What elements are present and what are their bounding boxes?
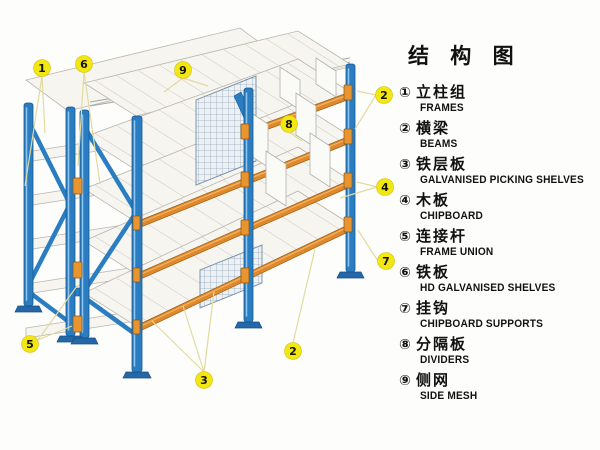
legend-label-en: FRAMES: [420, 102, 464, 114]
legend-label-zh: 分隔板: [416, 335, 468, 353]
legend-panel: 结 构 图 ① 立柱组 FRAMES ② 横梁 BEAMS ③ 铁层板 GALV…: [396, 0, 600, 450]
callout-chipboard: 4: [376, 178, 394, 196]
post-front-middle: [243, 87, 254, 323]
svg-text:1: 1: [38, 62, 46, 75]
base-plates: [14, 271, 365, 379]
legend-label-en: FRAME UNION: [420, 246, 494, 258]
post-union-right: [79, 109, 90, 339]
legend-item-frame-union: ⑤ 连接杆 FRAME UNION: [396, 227, 600, 264]
legend-item-hd-shelves: ⑥ 铁板 HD GALVANISED SHELVES: [396, 263, 600, 300]
page-title: 结 构 图: [408, 44, 521, 68]
svg-text:4: 4: [381, 181, 389, 194]
legend-label-en: SIDE MESH: [420, 390, 478, 402]
legend-num: ⑦: [399, 301, 411, 317]
legend-num: ①: [399, 85, 411, 101]
legend-num: ⑥: [399, 265, 411, 281]
callout-hd-shelves: 6: [75, 55, 93, 73]
beam-connector-tabs: [132, 84, 353, 335]
leader-lines: [24, 71, 379, 373]
legend-label-zh: 铁层板: [416, 155, 468, 173]
legend-item-supports: ⑦ 挂钩 CHIPBOARD SUPPORTS: [396, 299, 600, 336]
legend-label-en: DIVIDERS: [420, 354, 470, 366]
callout-frames: 1: [33, 59, 51, 77]
frame-union-blocks: [72, 177, 83, 333]
svg-text:6: 6: [80, 58, 88, 71]
legend-label-en: CHIPBOARD SUPPORTS: [420, 318, 544, 330]
legend-label-zh: 铁板: [416, 263, 451, 281]
legend-num: ③: [399, 157, 411, 173]
legend-num: ⑨: [399, 373, 411, 389]
legend-label-en: GALVANISED PICKING SHELVES: [420, 174, 584, 186]
svg-text:5: 5: [26, 338, 34, 351]
legend-label-zh: 木板: [416, 191, 451, 209]
callout-picking-shelves: 3: [195, 371, 213, 389]
legend-label-zh: 挂钩: [416, 299, 451, 317]
callout-dividers: 8: [280, 115, 298, 133]
svg-text:2: 2: [289, 345, 297, 358]
legend-item-picking-shelves: ③ 铁层板 GALVANISED PICKING SHELVES: [396, 155, 600, 192]
svg-text:9: 9: [179, 64, 187, 77]
legend-item-dividers: ⑧ 分隔板 DIVIDERS: [396, 335, 600, 372]
legend-label-zh: 侧网: [416, 371, 451, 389]
side-mesh-back-panel: [195, 75, 257, 186]
callout-beams-upper: 2: [375, 86, 393, 104]
legend-label-zh: 横梁: [416, 119, 451, 137]
callout-side-mesh: 9: [174, 61, 192, 79]
legend-label-en: HD GALVANISED SHELVES: [420, 282, 556, 294]
legend-label-zh: 连接杆: [416, 227, 468, 245]
legend-num: ④: [399, 193, 411, 209]
callout-supports: 7: [377, 252, 395, 270]
legend-item-frames: ① 立柱组 FRAMES: [396, 83, 600, 120]
legend-num: ②: [399, 121, 411, 137]
svg-text:2: 2: [380, 89, 388, 102]
divider-panels: [247, 57, 337, 207]
legend-label-zh: 立柱组: [416, 83, 468, 101]
legend-label-en: CHIPBOARD: [420, 210, 483, 222]
post-back-left: [23, 102, 34, 307]
callout-frame-union: 5: [21, 335, 39, 353]
legend-list: ① 立柱组 FRAMES ② 横梁 BEAMS ③ 铁层板 GALVANISED…: [396, 83, 600, 408]
rack-illustration: 1 6 9 2 8 4 7: [14, 27, 395, 389]
legend-label-en: BEAMS: [420, 138, 458, 150]
legend-item-chipboard: ④ 木板 CHIPBOARD: [396, 191, 600, 228]
svg-text:7: 7: [382, 255, 390, 268]
legend-item-side-mesh: ⑨ 侧网 SIDE MESH: [396, 371, 600, 408]
legend-num: ⑤: [399, 229, 411, 245]
legend-num: ⑧: [399, 337, 411, 353]
svg-text:8: 8: [285, 118, 293, 131]
post-union-left: [65, 106, 76, 337]
callouts: 1 6 9 2 8 4 7: [21, 55, 395, 389]
callout-beams-lower: 2: [284, 342, 302, 360]
legend-item-beams: ② 横梁 BEAMS: [396, 119, 600, 156]
svg-text:3: 3: [200, 374, 208, 387]
